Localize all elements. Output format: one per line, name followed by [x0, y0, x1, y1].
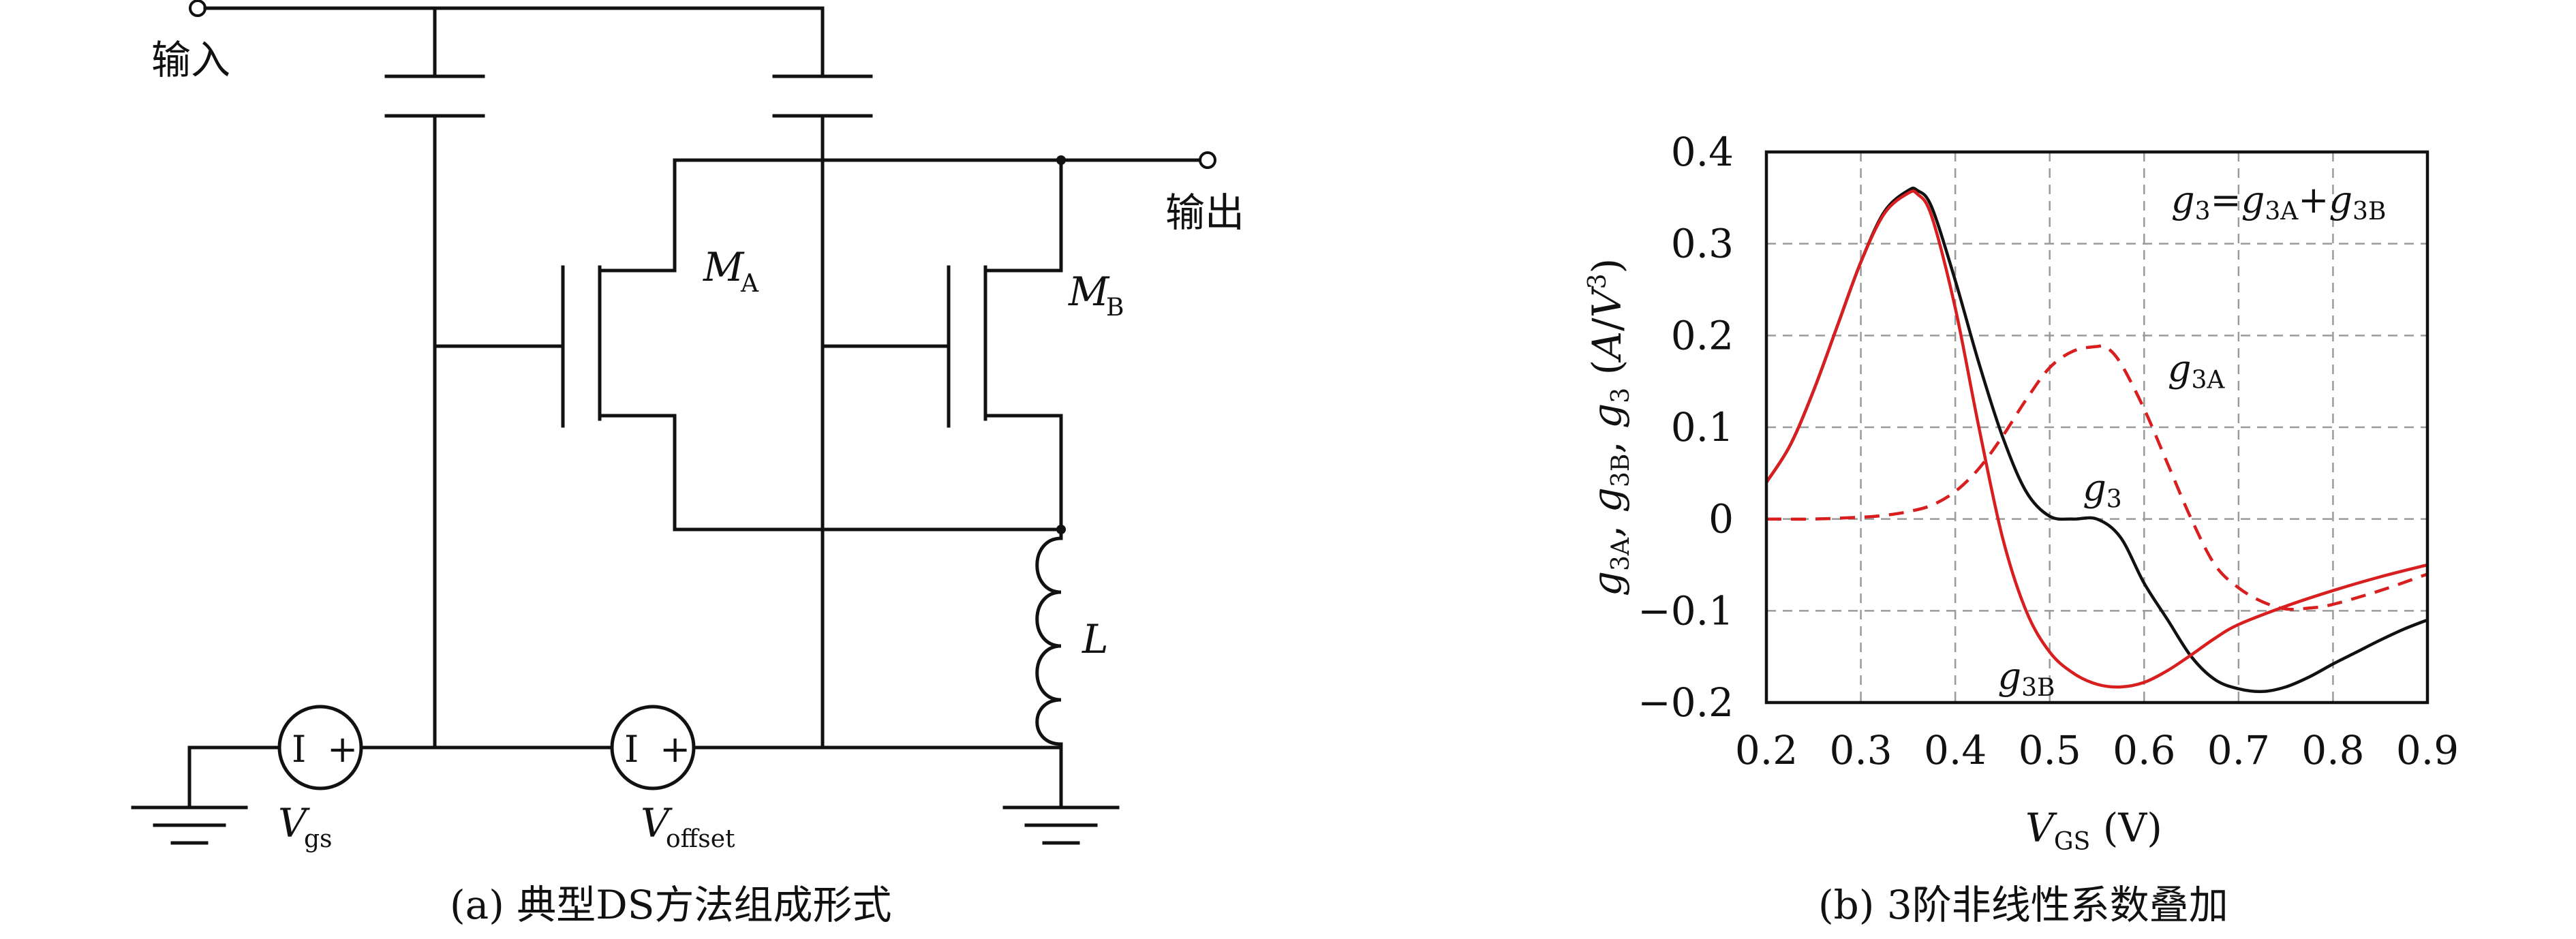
circuit-diagram: 输入 输出 M A	[131, 0, 1244, 928]
x-tick-label: 0.8	[2301, 727, 2364, 773]
series-curves	[1766, 186, 2427, 694]
nonlinearity-chart: 0.2 0.3 0.4 0.5 0.6 0.7 0.8 0.9 0.4 0.3 0.2 0.1 0 −0.…	[1584, 129, 2459, 928]
voffset-minus: I	[624, 728, 639, 771]
output-label: 输出	[1165, 189, 1244, 236]
ma-subscript: A	[740, 270, 759, 298]
y-tick-label: 0.1	[1671, 404, 1734, 450]
ground-left	[131, 805, 248, 845]
series-line-g3	[1766, 186, 2427, 694]
series-line-g3a	[1766, 344, 2427, 611]
voffset-subscript: offset	[666, 825, 735, 853]
y-tick-label: 0.2	[1671, 312, 1734, 358]
curve-label-g3a: g3A	[2168, 348, 2225, 395]
plot-frame	[1764, 150, 2429, 705]
y-tick-label: −0.2	[1638, 679, 1734, 726]
vgs-plus: +	[327, 728, 358, 771]
voffset-symbol: V	[641, 800, 673, 846]
ma-symbol: M	[703, 244, 745, 290]
series-line-g3b	[1766, 189, 2427, 689]
y-tick-label: 0.4	[1671, 129, 1734, 175]
vgs-subscript: gs	[304, 825, 333, 853]
vgs-symbol: V	[278, 800, 310, 846]
x-tick-label: 0.9	[2396, 727, 2459, 773]
x-tick-label: 0.4	[1924, 727, 1987, 773]
source-voffset: I + V offset	[610, 705, 735, 853]
x-tick-label: 0.7	[2207, 727, 2270, 773]
input-label: 输入	[151, 37, 230, 83]
y-axis-title: g3A, g3B, g3 (A/V3)	[1584, 258, 1635, 596]
inductor-l: L	[1035, 527, 1109, 750]
curve-label-g3b: g3B	[1998, 655, 2055, 702]
x-axis-title: VGS (V)	[2025, 805, 2162, 856]
plot-caption: (b) 3阶非线性系数叠加	[1818, 882, 2228, 928]
vgs-minus: I	[292, 728, 306, 771]
x-tick-label: 0.6	[2113, 727, 2175, 773]
output-terminal	[1199, 151, 1216, 169]
mb-subscript: B	[1106, 294, 1124, 322]
axis-ticks: 0.2 0.3 0.4 0.5 0.6 0.7 0.8 0.9 0.4 0.3 0.2 0.1 0 −0.…	[1638, 129, 2459, 773]
circuit-caption: (a) 典型DS方法组成形式	[450, 882, 892, 928]
input-terminal	[189, 0, 206, 17]
inductor-label: L	[1082, 616, 1109, 662]
y-tick-label: 0.3	[1671, 221, 1734, 267]
y-tick-label: 0	[1708, 496, 1734, 542]
x-tick-label: 0.2	[1735, 727, 1798, 773]
grid-lines	[1766, 152, 2427, 703]
transistor-ma: M A	[433, 158, 759, 532]
ground-right	[1002, 805, 1120, 845]
x-tick-label: 0.3	[1829, 727, 1892, 773]
y-tick-label: −0.1	[1638, 587, 1734, 634]
transistor-mb: M B	[821, 158, 1124, 532]
x-tick-label: 0.5	[2019, 727, 2081, 773]
mb-symbol: M	[1068, 268, 1110, 315]
curve-label-g3: g3	[2083, 467, 2121, 514]
source-vgs: I + V gs	[277, 705, 363, 853]
voffset-plus: +	[660, 728, 690, 771]
formula-annotation: g3=g3A+g3B	[2171, 179, 2386, 226]
